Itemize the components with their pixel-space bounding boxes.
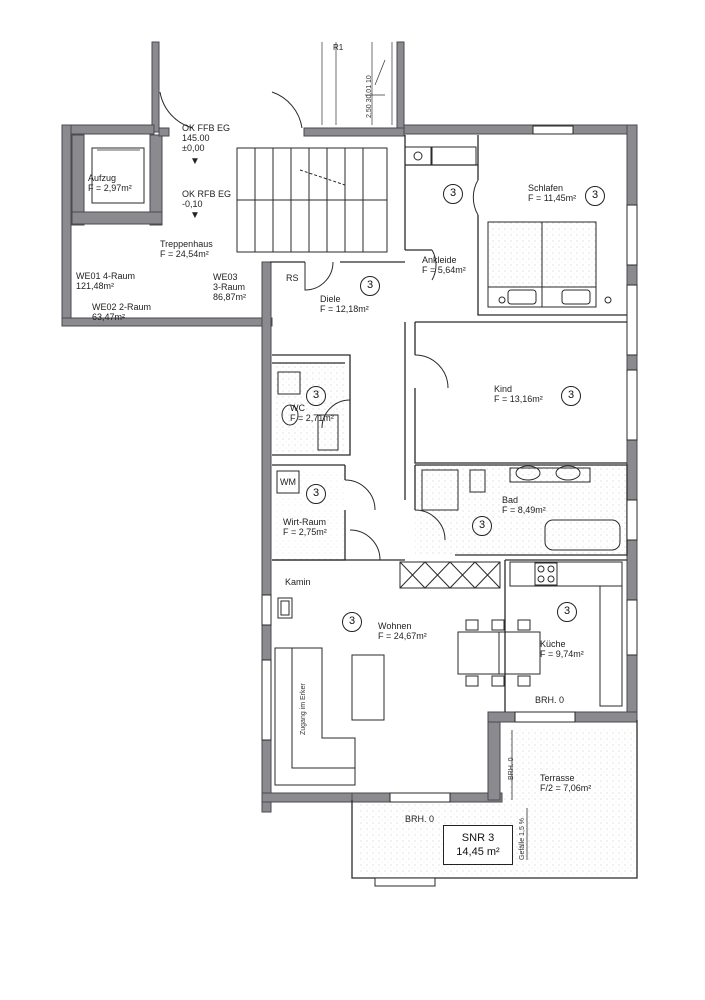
room-number-badge-hwr: 3 bbox=[306, 484, 326, 504]
room-number-badge-schlafen: 3 bbox=[585, 186, 605, 206]
terrace-rail bbox=[511, 730, 528, 860]
door-swings bbox=[159, 91, 479, 561]
room-number-badge-kind: 3 bbox=[561, 386, 581, 406]
living-furniture bbox=[274, 597, 385, 786]
kind-label: Kind F = 13,16m² bbox=[494, 384, 543, 404]
elevator-cabin bbox=[91, 147, 145, 204]
we02-label: WE02 2-Raum 63,47m² bbox=[92, 302, 152, 322]
storage-crosses bbox=[399, 561, 501, 589]
wc-fixtures bbox=[277, 371, 339, 451]
level-marker-icon: ▼ bbox=[190, 156, 200, 167]
snr-area: 14,45 m² bbox=[456, 846, 500, 858]
kitchen-counters bbox=[509, 561, 623, 707]
bed bbox=[487, 221, 612, 308]
diele-label: Diele F = 12,18m² bbox=[320, 294, 369, 314]
room-number-badge-kueche: 3 bbox=[557, 602, 577, 622]
kamin-label: Kamin bbox=[285, 577, 311, 587]
brh-kueche-label: BRH. 0 bbox=[535, 695, 565, 705]
floor-texture bbox=[275, 363, 637, 875]
treppenhaus-label: Treppenhaus F = 24,54m² bbox=[160, 239, 213, 259]
windows bbox=[261, 125, 638, 887]
brh-terrasse-side-label: BRH. 0 bbox=[508, 757, 515, 780]
brh-bottom-label: BRH. 0 bbox=[405, 814, 435, 824]
kueche-label: Küche F = 9,74m² bbox=[540, 639, 584, 659]
schlafen-label: Schlafen F = 11,45m² bbox=[528, 183, 577, 203]
aufzug-label: Aufzug F = 2,97m² bbox=[88, 173, 132, 193]
gefaelle-label: Gefälle 1,5 % bbox=[519, 817, 526, 860]
we01-label: WE01 4-Raum 121,48m² bbox=[76, 271, 136, 291]
wc-label: WC F = 2,71m² bbox=[290, 403, 334, 423]
interior-walls bbox=[270, 135, 638, 879]
hwr-label: Wirt-Raum F = 2,75m² bbox=[283, 517, 327, 537]
room-number-badge-wc: 3 bbox=[306, 386, 326, 406]
room-number-badge-bad: 3 bbox=[472, 516, 492, 536]
room-number-badge-wohnen: 3 bbox=[342, 612, 362, 632]
rs-label: RS bbox=[286, 273, 299, 283]
ankleide-label: Ankleide F = 5,64m² bbox=[422, 255, 466, 275]
staircase bbox=[236, 147, 388, 253]
bad-label: Bad F = 8,49m² bbox=[502, 495, 546, 515]
r1-label: R1 bbox=[333, 43, 344, 52]
room-number-badge-ankleide: 3 bbox=[443, 184, 463, 204]
ok-rfb-eg-label: OK RFB EG -0,10 bbox=[182, 189, 232, 209]
wohnen-label: Wohnen F = 24,67m² bbox=[378, 621, 427, 641]
washing-machine bbox=[276, 470, 300, 494]
sofa-note-label: Zugang im Erker bbox=[300, 683, 307, 735]
snr-area-box: SNR 3 14,45 m² bbox=[443, 825, 513, 865]
room-number-badge-diele: 3 bbox=[360, 276, 380, 296]
snr-title: SNR 3 bbox=[461, 832, 495, 844]
level-marker-icon-2: ▼ bbox=[190, 210, 200, 221]
dining-table bbox=[457, 619, 541, 687]
we03-label: WE03 3-Raum 86,87m² bbox=[213, 272, 247, 302]
top-dim-label: 2,50 30,01 10 bbox=[366, 75, 373, 118]
dimension-lines bbox=[321, 42, 393, 125]
wm-label: WM bbox=[280, 477, 296, 487]
bath-fixtures bbox=[421, 465, 621, 551]
ok-ffb-eg-label: OK FFB EG 145.00 ±0,00 bbox=[182, 123, 231, 153]
wardrobe bbox=[404, 146, 477, 166]
terrasse-label: Terrasse F/2 = 7,06m² bbox=[540, 773, 592, 793]
